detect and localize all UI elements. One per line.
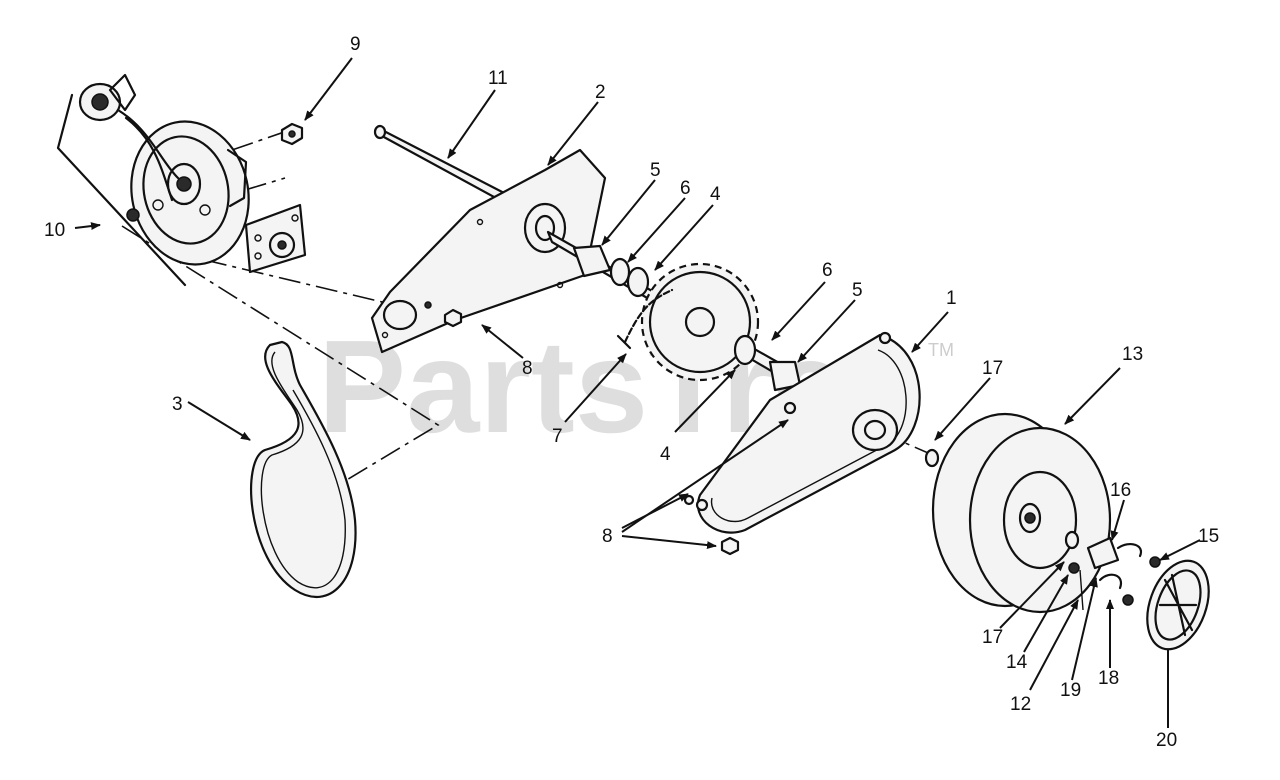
callout-labels: 9 11 2 5 6 4 10 8 3 7 4 6 5 1 17 13 8 16… <box>44 34 1219 751</box>
part-8-screw-plate <box>424 301 463 328</box>
callout-17-upper: 17 <box>982 358 1003 379</box>
hub-hardware <box>1064 530 1161 611</box>
part-20-hubcap <box>1146 559 1210 651</box>
callout-3: 3 <box>172 394 183 415</box>
watermark-trademark: TM <box>928 340 954 360</box>
callout-2: 2 <box>595 82 606 103</box>
alignment-lines <box>121 129 936 506</box>
callout-16: 16 <box>1110 480 1131 501</box>
part-10-bracket <box>244 203 307 274</box>
callout-7: 7 <box>552 426 563 447</box>
callout-8-plate: 8 <box>522 358 533 379</box>
callout-15: 15 <box>1198 526 1219 547</box>
callout-11: 11 <box>488 68 508 89</box>
callout-17-lower: 17 <box>982 627 1003 648</box>
callout-10: 10 <box>44 220 65 241</box>
callout-18: 18 <box>1098 668 1119 689</box>
callout-4-lower: 4 <box>660 444 671 465</box>
part-3-belt <box>250 340 357 599</box>
callout-4-upper: 4 <box>710 184 721 205</box>
callout-1: 1 <box>946 288 957 309</box>
part-7-chain <box>616 288 674 350</box>
callout-8-case: 8 <box>602 526 613 547</box>
callout-5-upper: 5 <box>650 160 661 181</box>
callout-9: 9 <box>350 34 361 55</box>
sprocket <box>640 262 760 382</box>
callout-14: 14 <box>1006 652 1028 673</box>
callout-12: 12 <box>1010 694 1031 715</box>
part-9-bolt <box>280 122 304 146</box>
callout-5-lower: 5 <box>852 280 863 301</box>
part-6-washer-lower <box>733 334 757 366</box>
callout-13: 13 <box>1122 344 1143 365</box>
leader-lines <box>74 57 1201 728</box>
callout-6-lower: 6 <box>822 260 833 281</box>
part-1-chain-case <box>695 331 921 534</box>
part-4-bushing-upper <box>626 266 650 298</box>
callout-19: 19 <box>1060 680 1081 701</box>
part-6-washer-upper <box>609 257 631 287</box>
part-17-washer <box>924 448 940 468</box>
part-13-wheel <box>931 412 1112 614</box>
callout-20: 20 <box>1156 730 1177 751</box>
callout-6-upper: 6 <box>680 178 691 199</box>
part-10-pulley-assembly <box>56 73 250 287</box>
